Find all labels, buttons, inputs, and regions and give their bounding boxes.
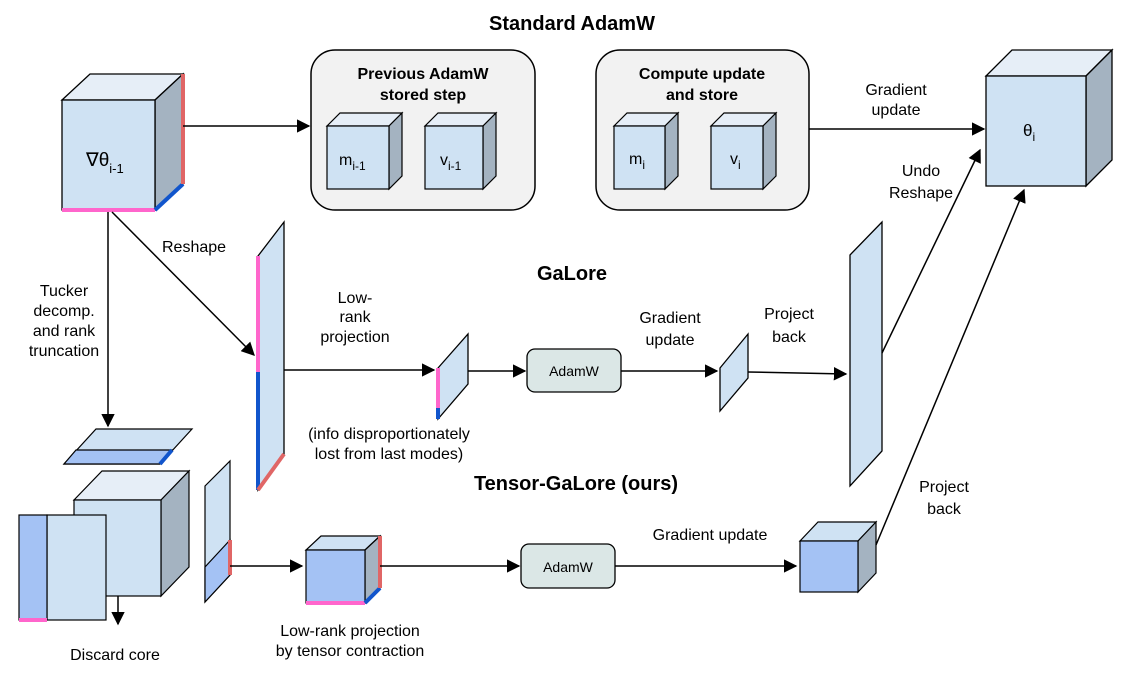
- adamw-tensor-box: AdamW: [520, 543, 616, 589]
- m-curr-symbol: m: [629, 151, 642, 168]
- label-gradient-update-bottom: Gradient update: [653, 527, 768, 544]
- label-gradient-update-mid-1: Gradient: [639, 310, 701, 327]
- m-prev-cube: mi-1: [325, 111, 404, 191]
- label-project-back-mid-2: back: [772, 329, 807, 346]
- compute-update-line1: Compute update: [639, 66, 765, 83]
- core-tensor-cube: [304, 534, 382, 605]
- theta-subscript: i: [1032, 130, 1035, 144]
- arrow-undo-reshape: [881, 148, 981, 354]
- label-low-rank-3: projection: [320, 329, 389, 346]
- v-curr-cube: vi: [709, 111, 778, 191]
- compute-update-box: Compute update and store mi vi: [595, 49, 810, 211]
- svg-text:mi-1: mi-1: [339, 152, 366, 173]
- label-tensor-projection-1: Low-rank projection: [280, 623, 420, 640]
- title-tensor-galore: Tensor-GaLore (ours): [474, 473, 678, 495]
- label-gradient-update-top-2: update: [872, 102, 921, 119]
- theta-symbol: θ: [1023, 121, 1032, 140]
- adamw-galore-label: AdamW: [549, 363, 600, 379]
- updated-core-cube: [798, 520, 878, 594]
- tucker-factor-right: [204, 459, 232, 604]
- adamw-galore-box: AdamW: [526, 348, 622, 393]
- tucker-factor-top: [62, 428, 194, 466]
- adamw-tensor-label: AdamW: [543, 559, 594, 575]
- projected-matrix: [436, 332, 469, 421]
- label-gradient-update-mid-2: update: [646, 332, 695, 349]
- label-discard-core: Discard core: [70, 647, 160, 664]
- svg-text:vi-1: vi-1: [440, 152, 462, 173]
- label-project-back-mid-1: Project: [764, 306, 814, 323]
- grad-subscript: i-1: [109, 161, 123, 176]
- m-curr-subscript: i: [642, 158, 645, 172]
- tucker-factor-left: [18, 514, 107, 622]
- label-reshape: Reshape: [162, 239, 226, 256]
- full-rank-matrix: [849, 220, 883, 488]
- v-prev-cube: vi-1: [423, 111, 498, 191]
- svg-text:∇θi-1: ∇θi-1: [85, 150, 124, 176]
- compute-update-line2: and store: [666, 87, 738, 104]
- label-gradient-update-top-1: Gradient: [865, 82, 927, 99]
- updated-projected-matrix: [719, 332, 749, 413]
- v-curr-symbol: v: [730, 151, 738, 168]
- v-prev-subscript: i-1: [448, 159, 462, 173]
- theta-cube: θi: [984, 48, 1114, 188]
- label-tucker-3: and rank: [33, 323, 96, 340]
- label-low-rank-2: rank: [339, 309, 371, 326]
- label-tucker-2: decomp.: [33, 303, 94, 320]
- title-galore: GaLore: [537, 263, 607, 285]
- svg-text:vi: vi: [730, 151, 741, 172]
- title-standard-adamw: Standard AdamW: [489, 13, 655, 35]
- arrow-project-back-mid: [747, 367, 848, 381]
- label-low-rank-1: Low-: [338, 290, 373, 307]
- previous-step-line1: Previous AdamW: [358, 66, 490, 83]
- label-project-back-right-2: back: [927, 501, 962, 518]
- arrow-project-back-right: [875, 188, 1026, 546]
- arrow-reshape: [111, 211, 255, 356]
- label-tucker-1: Tucker: [40, 283, 89, 300]
- gradient-cube: ∇θi-1: [60, 72, 185, 212]
- label-info-lost-2: lost from last modes): [315, 446, 463, 463]
- v-prev-symbol: v: [440, 152, 448, 169]
- label-info-lost-1: (info disproportionately: [308, 426, 470, 443]
- m-prev-symbol: m: [339, 152, 352, 169]
- m-prev-subscript: i-1: [352, 159, 366, 173]
- previous-step-line2: stored step: [380, 87, 466, 104]
- previous-step-box: Previous AdamW stored step mi-1 vi-1: [310, 49, 536, 211]
- svg-text:θi: θi: [1023, 121, 1035, 144]
- m-curr-cube: mi: [612, 111, 680, 191]
- v-curr-subscript: i: [738, 158, 741, 172]
- label-undo-reshape-2: Reshape: [889, 185, 953, 202]
- grad-symbol: ∇θ: [85, 150, 109, 171]
- label-project-back-right-1: Project: [919, 479, 969, 496]
- reshaped-matrix: [256, 220, 286, 493]
- label-tucker-4: truncation: [29, 343, 99, 360]
- label-undo-reshape-1: Undo: [902, 163, 940, 180]
- svg-text:mi: mi: [629, 151, 645, 172]
- label-tensor-projection-2: by tensor contraction: [276, 643, 425, 660]
